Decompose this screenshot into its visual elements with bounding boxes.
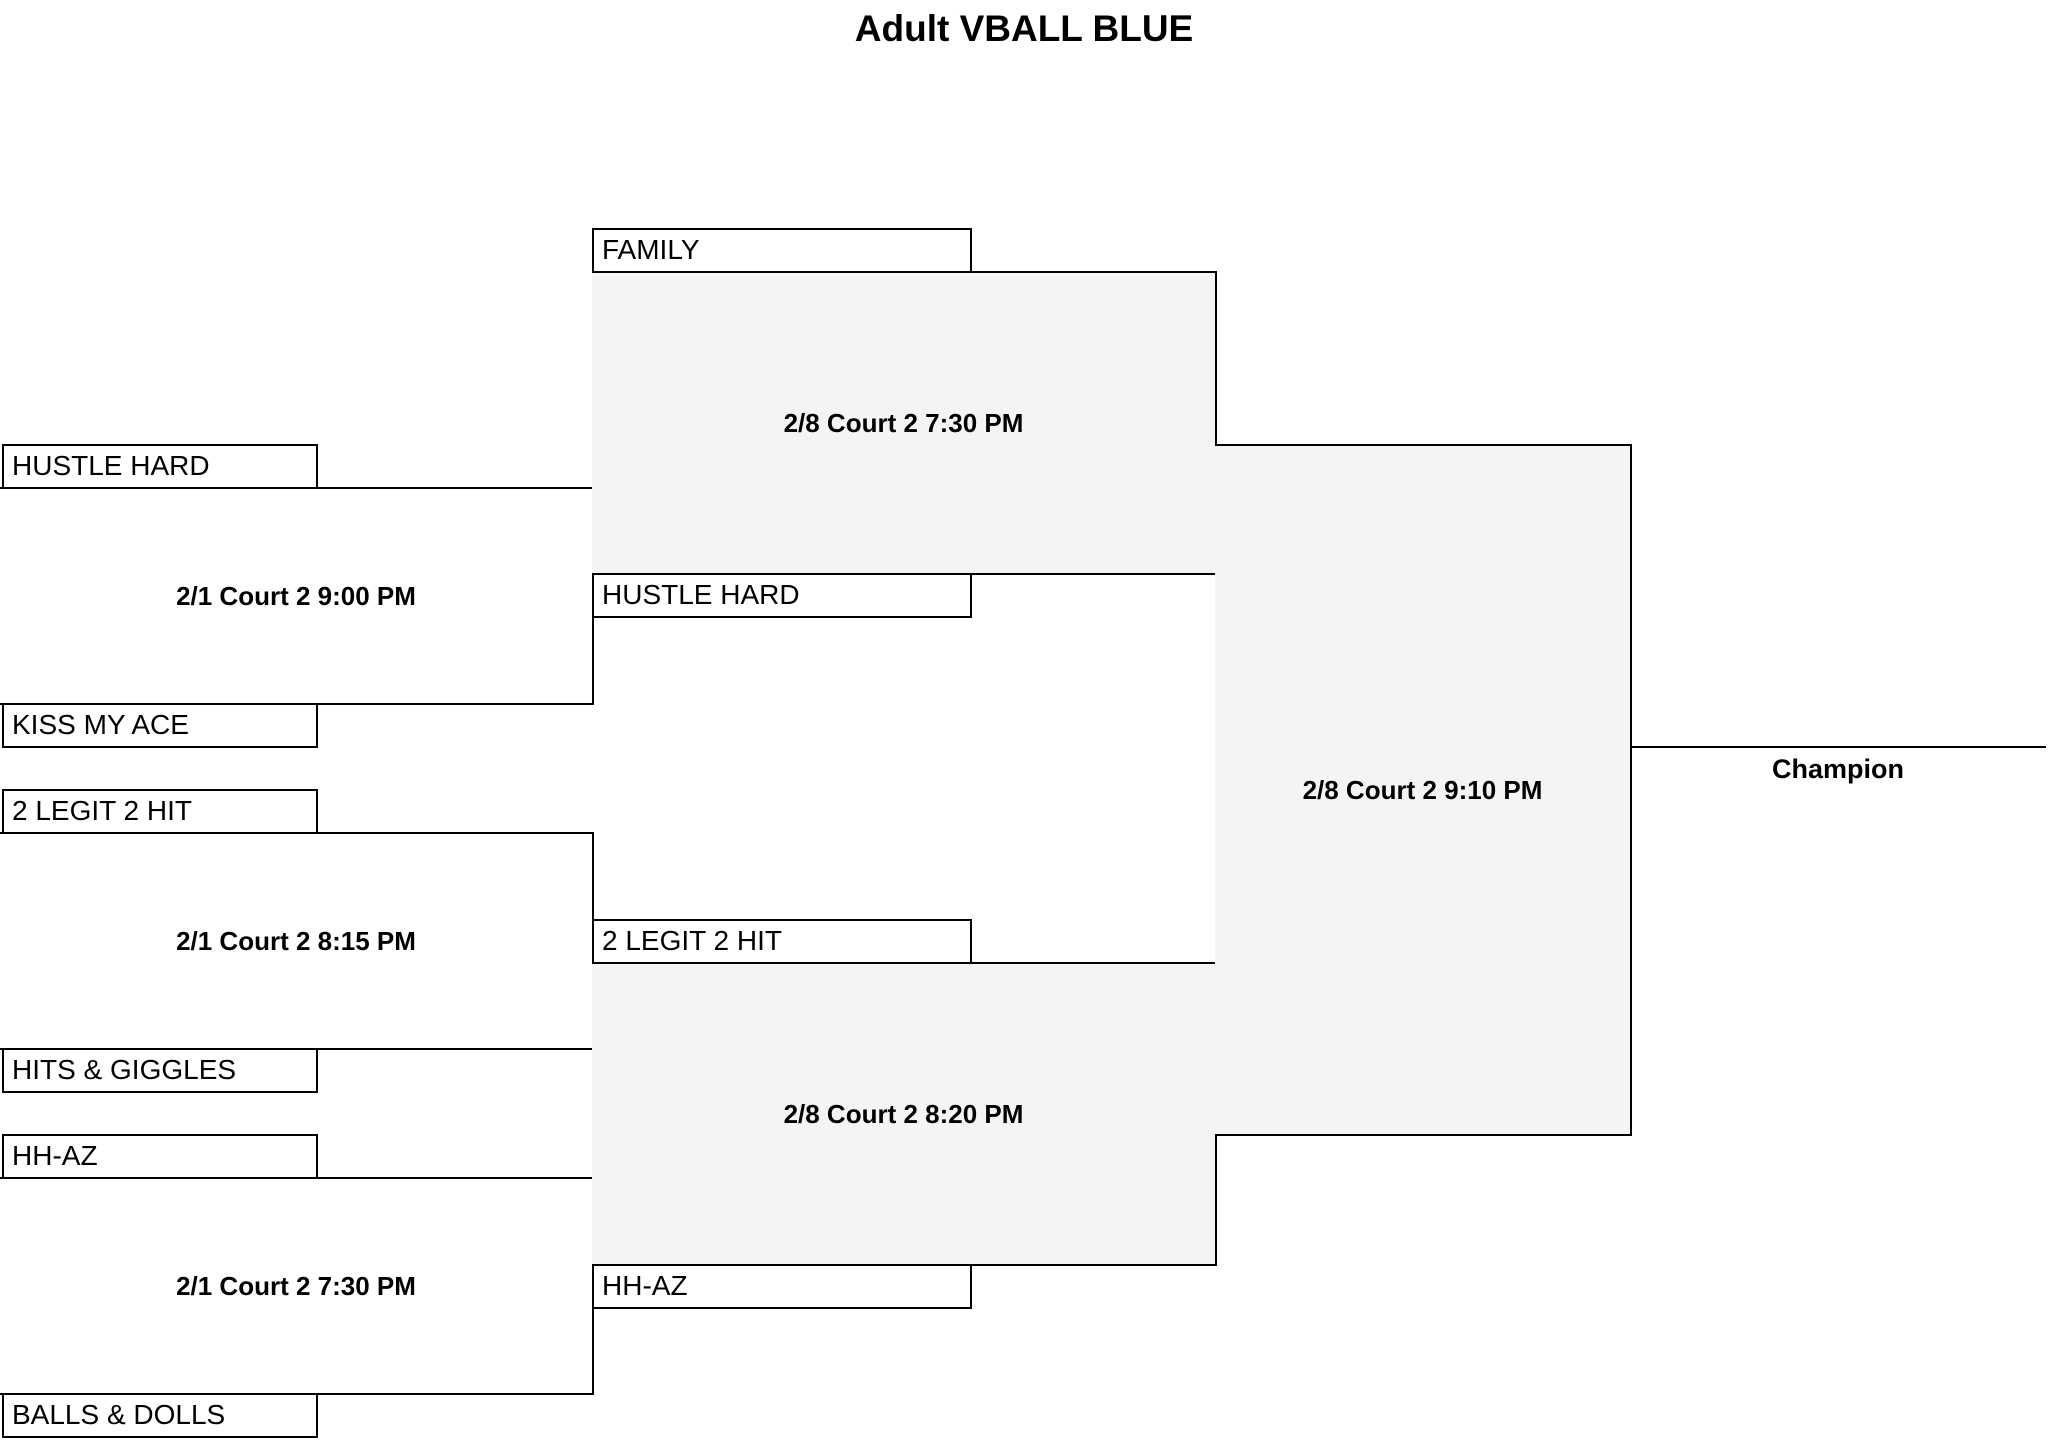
r2-match-2-bottom-team: HH-AZ	[592, 1264, 972, 1309]
r1-match-3: 2/1 Court 2 7:30 PM	[0, 1177, 594, 1395]
r2-match-2-label: 2/8 Court 2 8:20 PM	[783, 1098, 1024, 1129]
final-match: 2/8 Court 2 9:10 PM	[1215, 444, 1632, 1136]
r1-match-3-bottom-team: BALLS & DOLLS	[2, 1393, 318, 1438]
r2-match-1: 2/8 Court 2 7:30 PM	[592, 271, 1217, 575]
r2-match-1-label: 2/8 Court 2 7:30 PM	[783, 407, 1024, 438]
r2-match-2: 2/8 Court 2 8:20 PM	[592, 962, 1217, 1266]
r1-match-2-label: 2/1 Court 2 8:15 PM	[176, 925, 416, 956]
r1-match-3-label: 2/1 Court 2 7:30 PM	[176, 1270, 416, 1301]
final-match-label: 2/8 Court 2 9:10 PM	[1302, 774, 1543, 805]
r2-match-1-bottom-team: HUSTLE HARD	[592, 573, 972, 618]
r1-match-1-label: 2/1 Court 2 9:00 PM	[176, 580, 416, 611]
r1-match-1: 2/1 Court 2 9:00 PM	[0, 487, 594, 705]
r2-match-2-top-team: 2 LEGIT 2 HIT	[592, 919, 972, 964]
r1-match-1-top-team: HUSTLE HARD	[2, 444, 318, 489]
champion-label: Champion	[1772, 754, 1904, 784]
r2-match-1-top-team: FAMILY	[592, 228, 972, 273]
r1-match-2-top-team: 2 LEGIT 2 HIT	[2, 789, 318, 834]
r1-match-2: 2/1 Court 2 8:15 PM	[0, 832, 594, 1050]
champion-line	[1630, 746, 2046, 748]
bracket-title: Adult VBALL BLUE	[854, 8, 1194, 49]
r1-match-1-bottom-team: KISS MY ACE	[2, 703, 318, 748]
r1-match-2-bottom-team: HITS & GIGGLES	[2, 1048, 318, 1093]
r1-match-3-top-team: HH-AZ	[2, 1134, 318, 1179]
